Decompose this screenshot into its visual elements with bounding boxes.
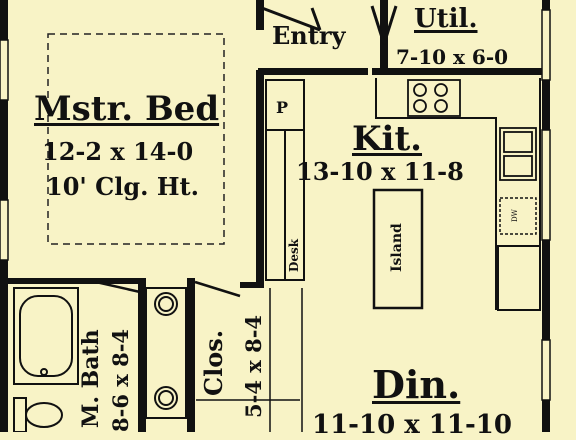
entry-name: Entry	[272, 21, 346, 50]
closet-shelving	[196, 288, 303, 432]
desk-label: Desk	[287, 238, 301, 272]
kitchen-size: 13-10 x 11-8	[296, 157, 464, 186]
master-bath-size: 8-6 x 8-4	[108, 328, 133, 432]
toilet-icon	[13, 397, 63, 432]
pantry-desk	[265, 79, 305, 281]
dining-name: Din.	[372, 362, 461, 407]
dishwasher-icon	[499, 197, 537, 235]
tub-icon	[13, 287, 79, 385]
master-bed-ceiling: 10' Clg. Ht.	[46, 172, 199, 201]
master-bed-walls	[0, 0, 264, 285]
pantry-label: P	[276, 98, 289, 117]
dishwasher-label: DW	[511, 209, 519, 222]
sink-icon	[499, 127, 537, 181]
island-outline	[372, 188, 424, 310]
island-label: Island	[389, 223, 405, 272]
fridge-icon	[497, 245, 541, 311]
ceiling-outline	[47, 33, 225, 245]
dining-size: 11-10 x 11-10	[312, 410, 512, 440]
vanity-icon	[145, 287, 187, 419]
master-bath-name: M. Bath	[78, 329, 104, 428]
kitchen-name: Kit.	[352, 119, 423, 159]
utility-size: 7-10 x 6-0	[396, 45, 509, 69]
closet-name: Clos.	[199, 329, 228, 396]
bath-closet-walls	[138, 278, 264, 432]
counters	[375, 78, 541, 310]
stove-icon	[407, 79, 461, 117]
windows	[0, 9, 551, 401]
closet-size: 5-4 x 8-4	[241, 314, 266, 418]
utility-name: Util.	[414, 4, 478, 34]
entry-doors	[261, 5, 398, 45]
bath-doors	[95, 280, 241, 298]
entry-walls	[258, 0, 542, 75]
master-bed-size: 12-2 x 14-0	[42, 137, 194, 166]
master-bed-name: Mstr. Bed	[34, 89, 220, 129]
